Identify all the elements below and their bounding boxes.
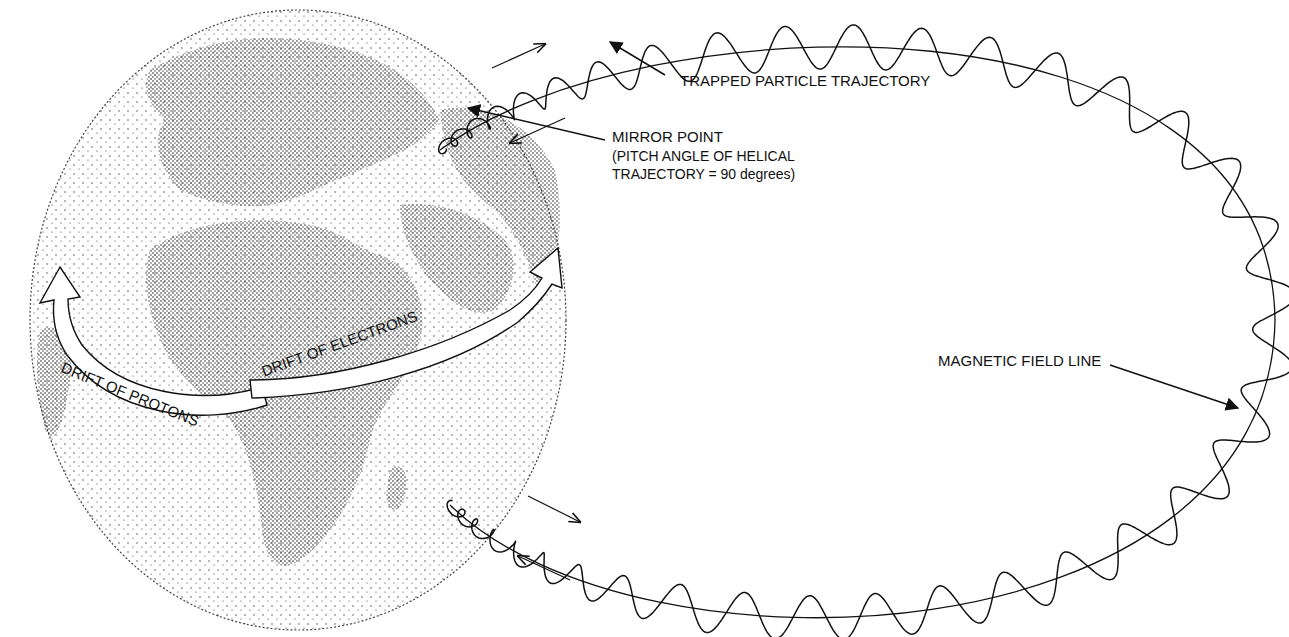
leader-arrow	[610, 42, 665, 75]
bounce-arrow	[510, 118, 565, 143]
bounce-arrow	[492, 44, 545, 68]
callout-label: MAGNETIC FIELD LINE	[938, 352, 1198, 370]
leader-arrow	[1110, 365, 1238, 408]
particle-trajectory	[439, 25, 1289, 637]
bounce-arrow	[518, 556, 570, 580]
magnetic-field-line	[440, 47, 1275, 618]
continents	[37, 38, 560, 566]
callout-note: (PITCH ANGLE OF HELICAL TRAJECTORY = 90 …	[612, 147, 827, 183]
leader-arrow	[468, 108, 605, 140]
callout-label: MIRROR POINT	[612, 128, 912, 146]
drift-arrow: DRIFT OF ELECTRONS	[240, 230, 570, 400]
bounce-arrow	[528, 496, 580, 522]
callout-label: TRAPPED PARTICLE TRAJECTORY	[680, 72, 1000, 90]
arrow-outline	[40, 267, 267, 415]
earth-globe	[30, 10, 566, 630]
arrow-outline	[250, 248, 562, 398]
drift-arrow: DRIFT OF PROTONS	[22, 255, 272, 445]
curved-arrow-band	[22, 255, 272, 445]
